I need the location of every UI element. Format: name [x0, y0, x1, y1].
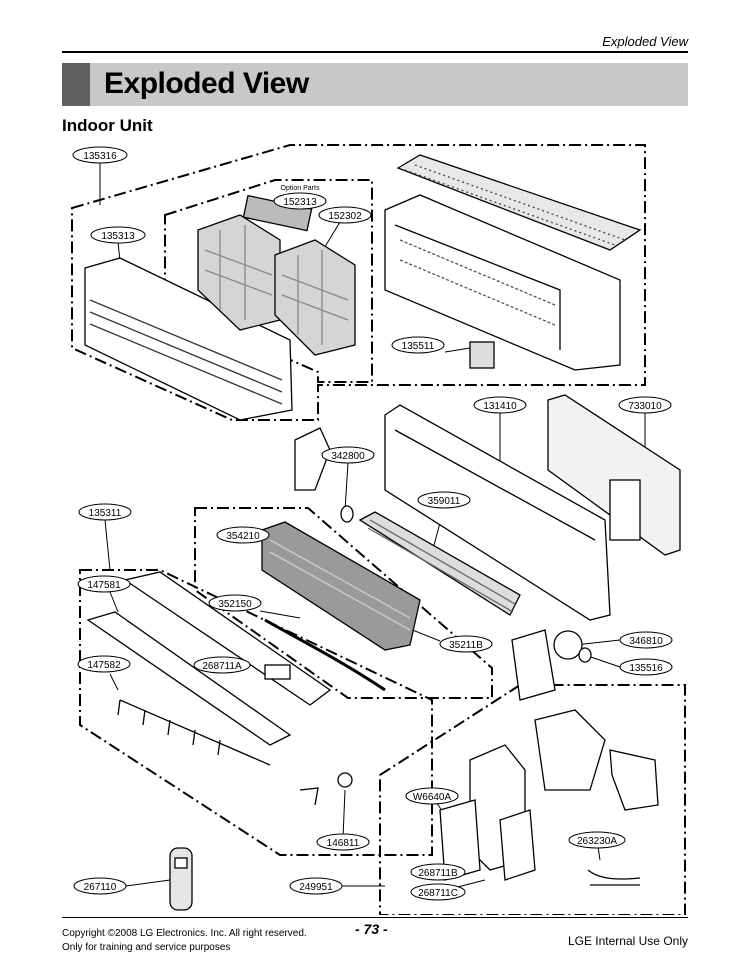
option-parts-text: Option Parts — [281, 185, 320, 192]
display-pcb-part — [299, 772, 353, 806]
label-352150-text: 352150 — [218, 599, 252, 610]
terminal-cover-part — [534, 709, 659, 811]
label-359011-text: 359011 — [428, 496, 461, 507]
running-header: Exploded View — [602, 34, 688, 49]
part-labels: 135316 135313 Option Parts 152313 152302… — [72, 146, 673, 901]
label-249951-text: 249951 — [299, 882, 333, 893]
training-text: Only for training and service purposes — [62, 942, 231, 953]
label-268711A-text: 268711A — [202, 661, 242, 672]
label-268711A: 268711A — [193, 656, 251, 674]
label-35211B-text: 35211B — [449, 640, 483, 651]
grille-group-boundary — [79, 569, 433, 856]
louver-set-part — [117, 699, 271, 766]
power-cord-part — [587, 869, 641, 886]
label-135316-text: 135316 — [83, 151, 117, 162]
label-249951: 249951 — [289, 877, 343, 895]
label-135311-text: 135311 — [89, 508, 122, 519]
installation-plate-part — [547, 394, 681, 556]
label-268711C: 268711C — [410, 883, 466, 901]
fan-motor-part — [553, 630, 592, 663]
front-panel-part — [84, 257, 293, 421]
label-263230A: 263230A — [568, 831, 626, 849]
filter-right-part — [274, 239, 356, 356]
bearing-part — [340, 505, 354, 523]
label-146811-text: 146811 — [327, 838, 360, 849]
label-342800: 342800 — [321, 446, 375, 464]
label-W6640A: W6640A — [405, 787, 459, 805]
chassis-frame-part — [384, 194, 621, 371]
remote-controller-part — [169, 847, 193, 911]
footer-rule — [62, 917, 688, 918]
label-35211B: 35211B — [439, 635, 493, 653]
label-733010-text: 733010 — [628, 401, 662, 412]
motor-holder-part — [294, 427, 331, 491]
label-267110: 267110 — [73, 877, 127, 895]
label-147581-text: 147581 — [87, 580, 121, 591]
label-359011: 359011 — [417, 491, 471, 509]
internal-use-text: LGE Internal Use Only — [567, 934, 688, 948]
label-135516-text: 135516 — [629, 663, 663, 674]
control-box-part — [439, 744, 536, 881]
label-147582: 147582 — [77, 655, 131, 673]
label-135313-text: 135313 — [101, 231, 135, 242]
label-152302-text: 152302 — [328, 211, 362, 222]
footer-copyright-block: Copyright ©2008 LG Electronics. Inc. All… — [62, 927, 307, 955]
label-135313: 135313 — [90, 226, 146, 244]
section-subtitle: Indoor Unit — [62, 116, 153, 135]
label-352150: 352150 — [208, 594, 262, 612]
label-147581: 147581 — [77, 575, 131, 593]
label-354210-text: 354210 — [226, 531, 260, 542]
label-152302: 152302 — [318, 206, 372, 224]
exploded-view-diagram: 135316 135313 Option Parts 152313 152302… — [71, 144, 686, 915]
title-band: Exploded View — [62, 63, 688, 106]
label-354210: 354210 — [216, 526, 270, 544]
label-135516: 135516 — [619, 658, 673, 676]
label-346810-text: 346810 — [629, 636, 663, 647]
label-135316: 135316 — [72, 146, 128, 164]
part-drawings — [84, 154, 681, 911]
drain-pan-part — [384, 404, 611, 621]
evaporator-group-boundary — [194, 507, 493, 699]
page-title: Exploded View — [104, 67, 309, 100]
header-rule — [62, 51, 688, 53]
label-152313-text: 152313 — [283, 197, 317, 208]
label-W6640A-text: W6640A — [413, 792, 452, 803]
label-342800-text: 342800 — [331, 451, 365, 462]
control-box-group-boundary — [379, 684, 686, 915]
label-268711B-text: 268711B — [418, 868, 458, 879]
label-733010: 733010 — [618, 396, 672, 414]
label-135311: 135311 — [78, 503, 132, 521]
copyright-text: Copyright ©2008 LG Electronics. Inc. All… — [62, 928, 307, 939]
label-135511-text: 135511 — [402, 341, 435, 352]
label-346810: 346810 — [619, 631, 673, 649]
label-131410: 131410 — [473, 396, 527, 414]
label-263230A-text: 263230A — [577, 836, 617, 847]
label-131410-text: 131410 — [483, 401, 517, 412]
label-267110-text: 267110 — [84, 882, 117, 893]
title-band-accent — [62, 63, 90, 106]
sensor-part — [264, 664, 291, 680]
evaporator-part — [261, 521, 421, 651]
motor-cover-part — [511, 629, 556, 701]
page-number: - 73 - — [355, 921, 388, 937]
label-152313: 152313 — [273, 192, 327, 210]
top-grille-part — [396, 154, 642, 251]
label-146811: 146811 — [316, 833, 370, 851]
front-panel-group-boundary — [71, 144, 646, 421]
cross-flow-fan-part — [358, 511, 521, 616]
pipe-part — [264, 618, 386, 692]
label-268711C-text: 268711C — [418, 888, 458, 899]
label-147582-text: 147582 — [87, 660, 121, 671]
label-268711B: 268711B — [410, 863, 466, 881]
label-135511: 135511 — [391, 336, 445, 354]
